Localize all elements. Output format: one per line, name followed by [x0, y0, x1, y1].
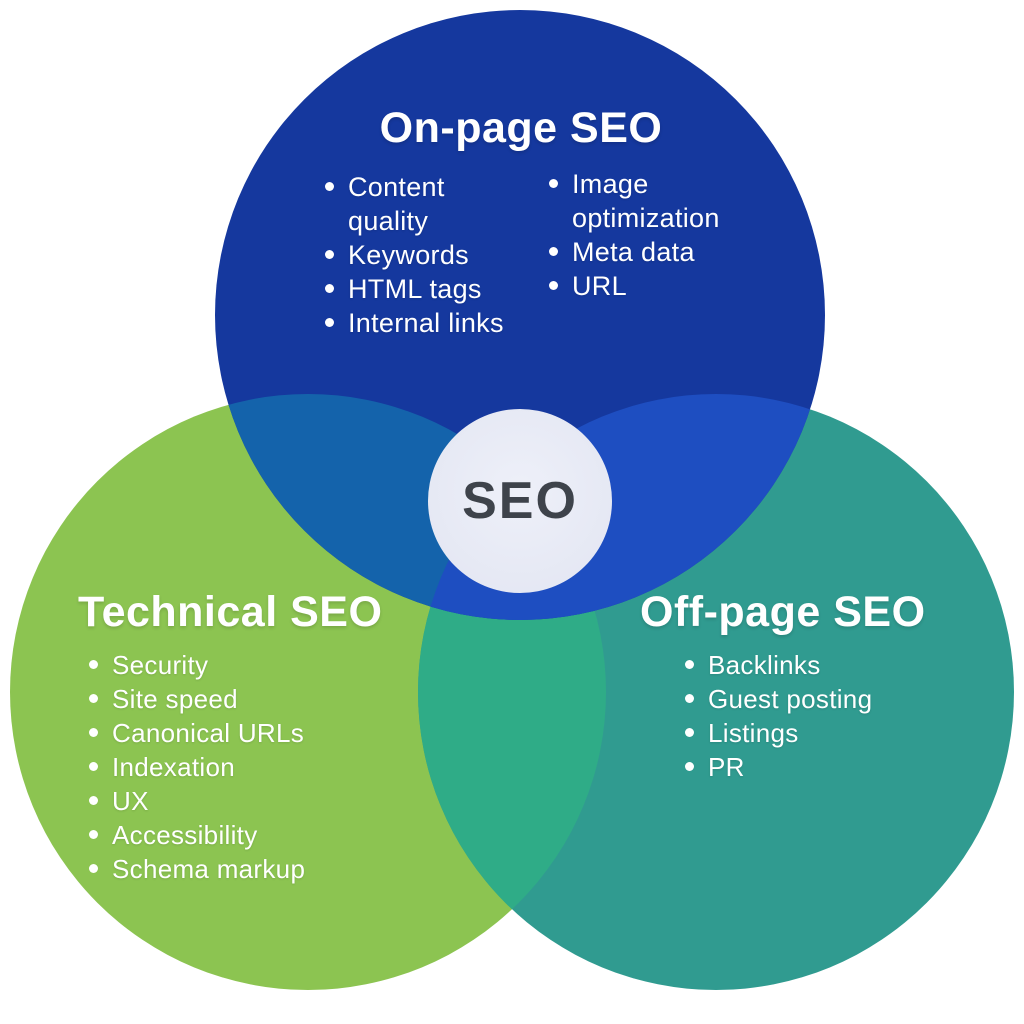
list-item: Meta data: [549, 235, 772, 269]
technical-seo-list: Security Site speed Canonical URLs Index…: [89, 648, 372, 886]
blue-teal-overlap: [418, 394, 825, 620]
list-item: Keywords: [325, 238, 523, 272]
list-item: Site speed: [89, 682, 372, 716]
list-item: Internal links: [325, 306, 523, 340]
list-item: Security: [89, 648, 372, 682]
onpage-seo-title: On-page SEO: [379, 104, 663, 152]
list-item: Backlinks: [685, 648, 938, 682]
list-item: Indexation: [89, 750, 372, 784]
list-item: Guest posting: [685, 682, 938, 716]
list-item: Canonical URLs: [89, 716, 372, 750]
offpage-seo-list: Backlinks Guest posting Listings PR: [685, 648, 938, 784]
onpage-seo-list-left: Content quality Keywords HTML tags Inter…: [325, 170, 523, 340]
list-item: Listings: [685, 716, 938, 750]
list-item: Image optimization: [549, 167, 772, 235]
technical-seo-title: Technical SEO: [78, 588, 383, 636]
center-seo-circle: [428, 409, 612, 593]
list-item: PR: [685, 750, 938, 784]
list-item: Content quality: [325, 170, 523, 238]
list-item: UX: [89, 784, 372, 818]
list-item: HTML tags: [325, 272, 523, 306]
center-seo-label: SEO: [462, 472, 578, 530]
offpage-seo-title: Off-page SEO: [640, 588, 926, 636]
list-item: Schema markup: [89, 852, 372, 886]
list-item: URL: [549, 269, 772, 303]
list-item: Accessibility: [89, 818, 372, 852]
blue-green-overlap: [215, 394, 606, 620]
onpage-seo-list-right: Image optimization Meta data URL: [549, 167, 772, 303]
